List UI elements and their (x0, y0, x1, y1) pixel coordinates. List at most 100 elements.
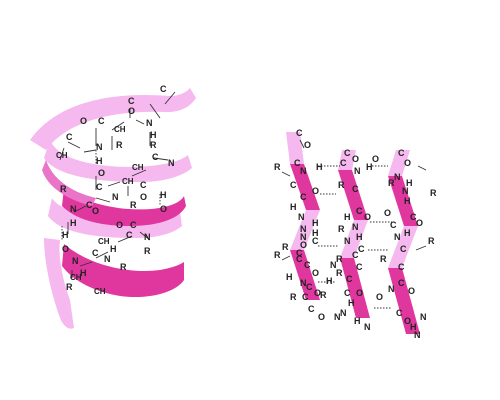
sheet-atom-label: O (372, 154, 379, 164)
helix-atom-label: H (160, 190, 167, 200)
sheet-atom-label: R (388, 178, 395, 188)
sheet-atom-label: N (394, 232, 401, 242)
sheet-atom-label: C (296, 248, 303, 258)
sheet-atom-label: C (390, 220, 397, 230)
helix-atom-label: C (128, 96, 135, 106)
helix-ribbon-back-1 (44, 140, 192, 182)
sheet-atom-label: C (344, 148, 351, 158)
helix-atom-label: H (110, 244, 117, 254)
helix-atom-label: R (150, 140, 157, 150)
sheet-atom-label: O (352, 154, 359, 164)
sheet-atom-label: R (320, 290, 327, 300)
helix-atom-label: C (140, 180, 147, 190)
sheet-atom-label: O (416, 218, 423, 228)
sheet-atom-label: R (274, 162, 281, 172)
sheet-atom-label: C (356, 262, 363, 272)
helix-atom-label: C (98, 116, 105, 126)
helix-atom-label: R (60, 184, 67, 194)
helix-atom-label: O (140, 192, 147, 202)
sheet-atom-label: H (312, 228, 319, 238)
sheet-atom-label: C (410, 212, 417, 222)
sheet-atom-label: C (346, 274, 353, 284)
sheet-strand-2 (338, 150, 370, 318)
sheet-atom-label: C (340, 158, 347, 168)
sheet-atom-label: N (300, 232, 307, 242)
sheet-atom-label: C (296, 128, 303, 138)
sheet-atom-label: H (366, 162, 373, 172)
helix-atom-label: R (120, 262, 127, 272)
sheet-strand-3 (388, 150, 420, 334)
sheet-atom-label: N (364, 322, 371, 332)
sheet-atom-label: N (300, 166, 307, 176)
sheet-atom-label: C (290, 180, 297, 190)
sheet-atom-label: O (300, 240, 307, 250)
sheet-atom-label: O (312, 268, 319, 278)
sheet-atom-label: C (296, 254, 303, 264)
helix-atom-label: C (130, 220, 137, 230)
helix-atom-label: CH (114, 125, 126, 134)
sheet-atom-label: H (344, 212, 351, 222)
sheet-atom-label: N (330, 260, 337, 270)
sheet-atom-label: O (356, 288, 363, 298)
sheet-atom-label: N (298, 212, 305, 222)
sheet-atom-label: H (286, 272, 293, 282)
helix-ribbon-front-2 (62, 244, 184, 298)
sheet-atom-label: C (358, 244, 365, 254)
sheet-atom-label: C (304, 260, 311, 270)
helix-ribbon-tail (44, 238, 74, 329)
helix-atom-label: N (96, 142, 103, 152)
sheet-atom-label: H (404, 228, 411, 238)
helix-atom-label: H (96, 156, 103, 166)
helix-atom-label: H (80, 268, 87, 278)
helix-atom-label: N (70, 204, 77, 214)
helix-atom-label: R (130, 200, 137, 210)
sheet-atom-label: H (356, 232, 363, 242)
sheet-atom-label: H (404, 196, 411, 206)
helix-atom-label: H (150, 130, 157, 140)
sheet-atom-label: R (290, 292, 297, 302)
helix-atom-label: C (92, 248, 99, 258)
helix-ribbon-back-2 (48, 198, 182, 238)
sheet-atom-label: N (300, 278, 307, 288)
sheet-bonds (281, 139, 427, 309)
helix-atom-label: H (62, 230, 69, 240)
helix-atom-label: O (80, 116, 87, 126)
helix-atom-label: CH (56, 151, 68, 160)
sheet-atom-label: C (308, 304, 315, 314)
helix-atom-label: H (70, 218, 77, 228)
helix-atom-label: O (160, 204, 167, 214)
sheet-atom-label: C (312, 236, 319, 246)
sheet-atom-label: O (404, 316, 411, 326)
sheet-atom-label: C (398, 262, 405, 272)
helix-atom-label: C (96, 182, 103, 192)
sheet-atom-label: O (304, 140, 311, 150)
helix-atom-label: C (86, 200, 93, 210)
sheet-atom-label: H (290, 202, 297, 212)
helix-atom-label: CH (70, 273, 82, 282)
sheet-atom-label: C (398, 148, 405, 158)
helix-atom-label: C (126, 230, 133, 240)
helix-atom-label: CH (98, 237, 110, 246)
sheet-atom-label: N (334, 312, 341, 322)
helix-atom-label: N (146, 118, 153, 128)
helix-atom-label: O (92, 206, 99, 216)
sheet-atom-label: C (396, 308, 403, 318)
helix-ribbon-front-0 (42, 160, 96, 206)
sheet-atom-label: O (312, 186, 319, 196)
sheet-atom-label: H (326, 276, 333, 286)
sheet-atom-label: H (312, 218, 319, 228)
sheet-atom-label: R (338, 224, 345, 234)
sheet-atom-label: C (352, 184, 359, 194)
sheet-atom-label: N (344, 236, 351, 246)
helix-atom-label: R (144, 246, 151, 256)
sheet-atom-label: N (394, 172, 401, 182)
sheet-atom-label: O (376, 292, 383, 302)
sheet-atom-label: R (430, 188, 437, 198)
sheet-atom-label: C (352, 250, 359, 260)
sheet-atom-label: R (380, 254, 387, 264)
helix-atom-label: O (62, 244, 69, 254)
sheet-atom-label: O (408, 286, 415, 296)
